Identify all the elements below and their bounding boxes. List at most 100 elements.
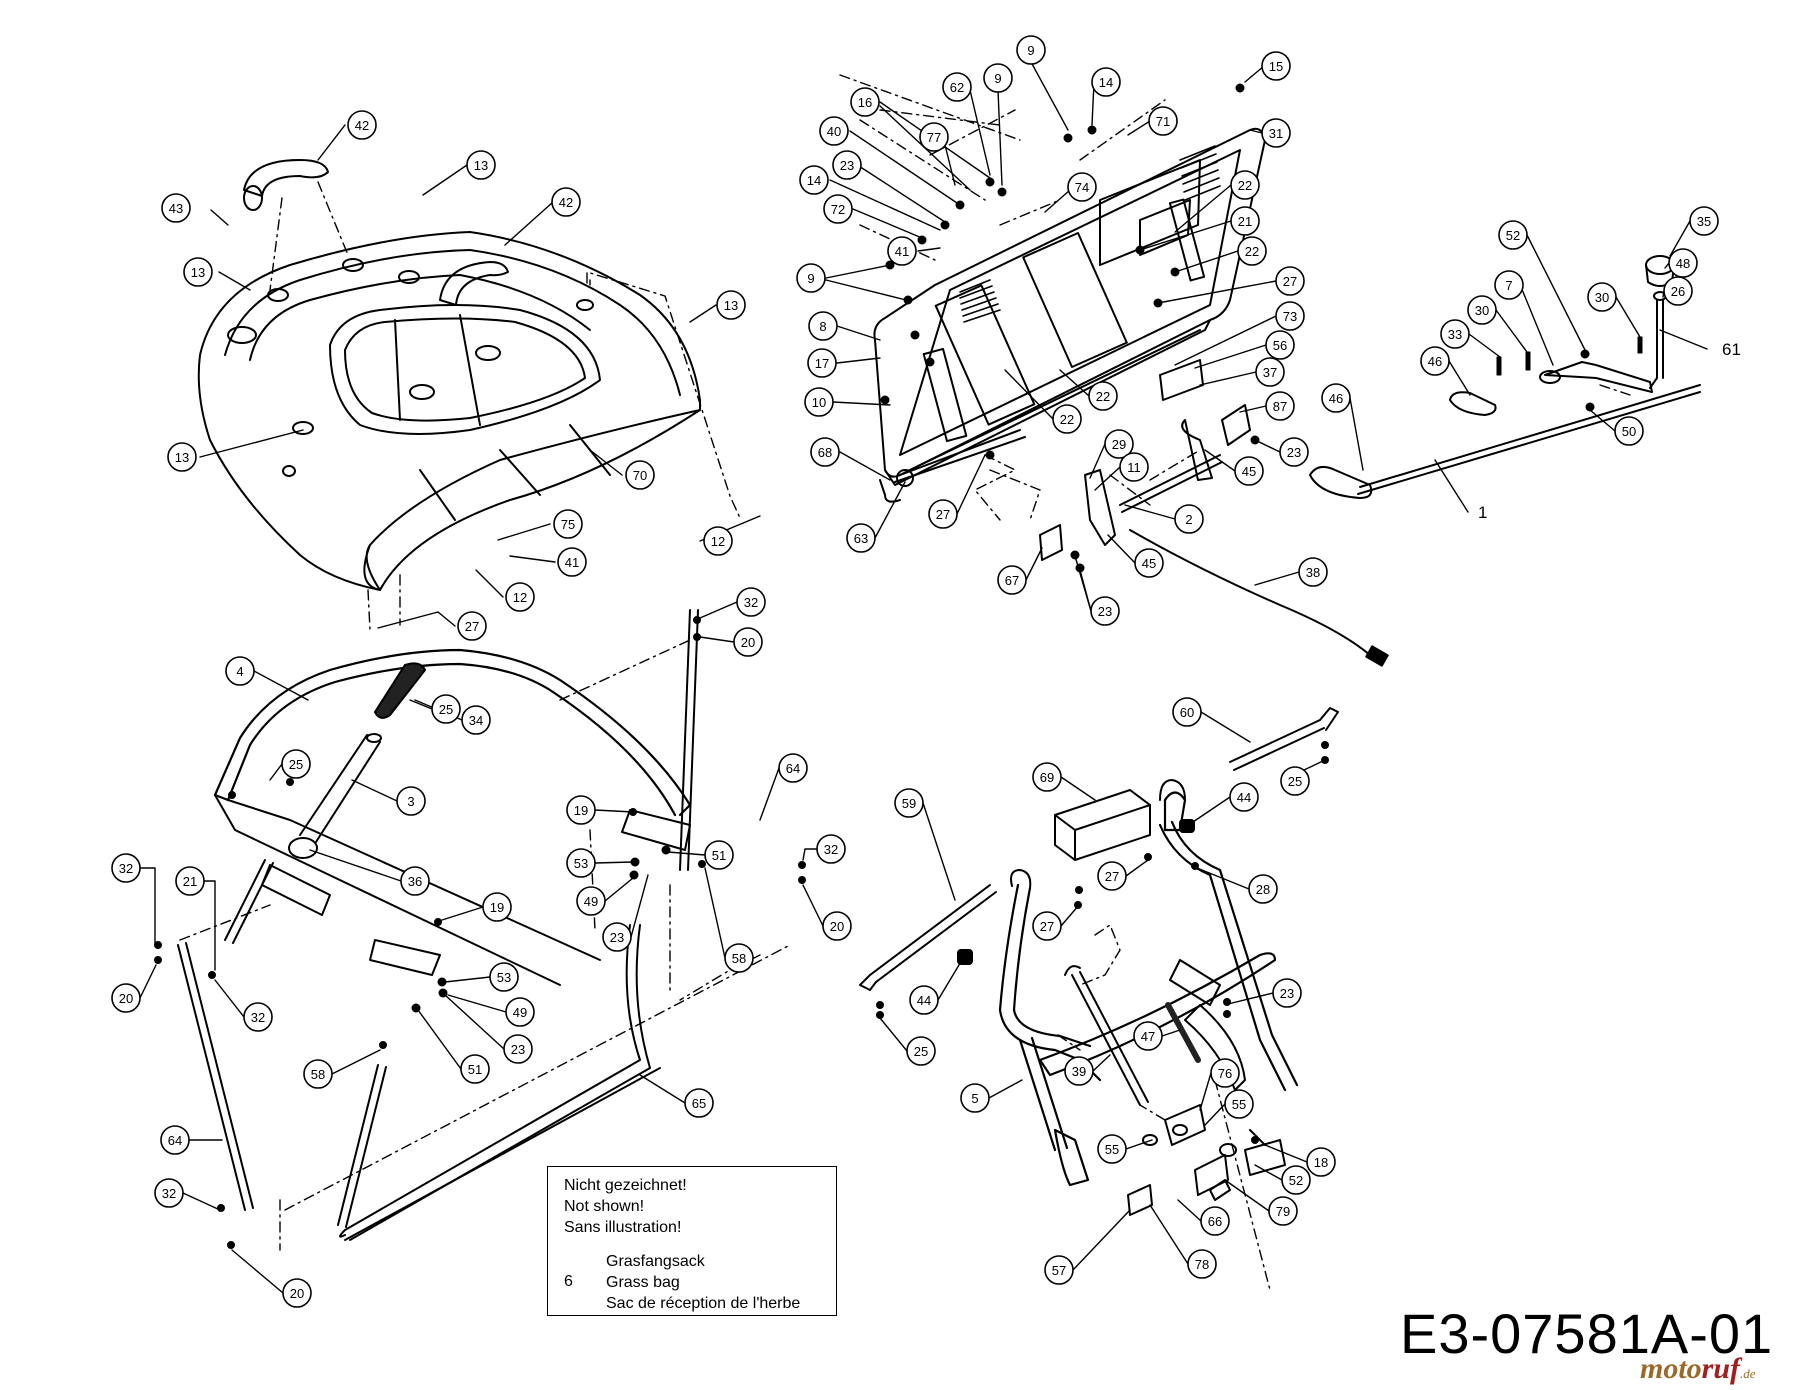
- callout-55: 55: [1097, 1134, 1127, 1164]
- callout-circle: [1420, 346, 1450, 376]
- callout-circle: [778, 753, 808, 783]
- callout-33: 33: [1440, 319, 1470, 349]
- callout-number: 22: [1060, 412, 1074, 427]
- callout-number: 64: [168, 1133, 182, 1148]
- callout-circle: [457, 611, 487, 641]
- callout-23: 23: [832, 150, 862, 180]
- spring-47: [1165, 1002, 1201, 1063]
- callout-66: 66: [1200, 1206, 1230, 1236]
- callout-40: 40: [819, 116, 849, 146]
- callout-number: 79: [1276, 1204, 1290, 1219]
- bar-59: [859, 884, 997, 991]
- callout-number: 71: [1156, 114, 1170, 129]
- callout-11: 11: [1119, 452, 1149, 482]
- callout-number: 27: [1105, 869, 1119, 884]
- note-item-desc: Grasfangsack Grass bag Sac de réception …: [606, 1251, 800, 1314]
- callout-number: 70: [633, 468, 647, 483]
- callout-number: 87: [1273, 399, 1287, 414]
- callout-52: 52: [1498, 220, 1528, 250]
- linkage-parts: [1127, 1104, 1286, 1216]
- callout-number: 23: [840, 158, 854, 173]
- callout-circle: [823, 194, 853, 224]
- callout-number: 20: [830, 919, 844, 934]
- callout-59: 59: [894, 788, 924, 818]
- callout-circle: [347, 110, 377, 140]
- callout-number: 52: [1506, 228, 1520, 243]
- callout-circle: [167, 442, 197, 472]
- callout-circle: [1234, 456, 1264, 486]
- callout-77: 77: [919, 122, 949, 152]
- callout-circle: [819, 116, 849, 146]
- callout-74: 74: [1067, 172, 1097, 202]
- callout-number: 72: [831, 202, 845, 217]
- callout-number: 35: [1697, 214, 1711, 229]
- callout-38: 38: [1298, 557, 1328, 587]
- callout-number: 7: [1505, 278, 1512, 293]
- callout-31: 31: [1261, 118, 1291, 148]
- motoruf-logo[interactable]: motoruf.de: [1640, 1352, 1756, 1386]
- callout-circle: [551, 187, 581, 217]
- callout-22: 22: [1237, 236, 1267, 266]
- callout-2: 2: [1174, 504, 1204, 534]
- callout-circle: [703, 526, 733, 556]
- callout-circle: [111, 983, 141, 1013]
- callout-circle: [1230, 170, 1260, 200]
- callout-circle: [1032, 762, 1062, 792]
- callout-number: 9: [1027, 43, 1034, 58]
- bag-frame-4: [213, 648, 692, 817]
- callout-number: 27: [1283, 274, 1297, 289]
- callout-68: 68: [810, 437, 840, 467]
- callout-65: 65: [684, 1088, 714, 1118]
- callout-73: 73: [1275, 301, 1305, 331]
- callout-16: 16: [850, 87, 880, 117]
- callout-number: 23: [1280, 986, 1294, 1001]
- callout-number: 23: [1287, 445, 1301, 460]
- note-line-en: Not shown!: [564, 1198, 645, 1215]
- logo-main: moto: [1640, 1352, 1702, 1385]
- callout-circle: [1230, 206, 1260, 236]
- callout-circle: [733, 627, 763, 657]
- callout-circle: [183, 257, 213, 287]
- callout-13: 13: [183, 257, 213, 287]
- callout-13: 13: [466, 150, 496, 180]
- diagram-code: E3-07581A-01: [1400, 1302, 1774, 1365]
- callout-9: 9: [983, 63, 1013, 93]
- callout-circle: [816, 834, 846, 864]
- callout-number: 30: [1595, 290, 1609, 305]
- callout-15: 15: [1261, 51, 1291, 81]
- callout-12: 12: [703, 526, 733, 556]
- callout-circle: [1306, 1147, 1336, 1177]
- callout-number: 63: [854, 531, 868, 546]
- callout-number: 64: [786, 761, 800, 776]
- callout-circle: [887, 236, 917, 266]
- callout-circle: [832, 150, 862, 180]
- callout-5: 5: [960, 1083, 990, 1113]
- callout-number: 56: [1273, 338, 1287, 353]
- callout-number: 23: [511, 1042, 525, 1057]
- callout-number: 16: [858, 95, 872, 110]
- callout-circle: [1119, 452, 1149, 482]
- callout-32: 32: [736, 587, 766, 617]
- part-label-1: 1: [1478, 503, 1487, 522]
- callout-circle: [1172, 697, 1202, 727]
- callout-circle: [1097, 1134, 1127, 1164]
- callout-number: 51: [712, 848, 726, 863]
- callout-circle: [1268, 1196, 1298, 1226]
- callout-57: 57: [1044, 1255, 1074, 1285]
- callout-25: 25: [281, 749, 311, 779]
- callout-number: 2: [1185, 512, 1192, 527]
- callout-9: 9: [796, 263, 826, 293]
- callout-circle: [1174, 504, 1204, 534]
- callout-number: 32: [251, 1010, 265, 1025]
- callout-number: 28: [1256, 882, 1270, 897]
- callout-circle: [1261, 51, 1291, 81]
- callout-46: 46: [1420, 346, 1450, 376]
- callout-circle: [1067, 172, 1097, 202]
- callout-circle: [243, 1002, 273, 1032]
- callout-67: 67: [997, 565, 1027, 595]
- callout-circle: [909, 985, 939, 1015]
- callout-number: 51: [468, 1062, 482, 1077]
- plain-label-layer: 611: [1478, 340, 1741, 522]
- callout-circle: [400, 866, 430, 896]
- callout-circle: [1210, 1058, 1240, 1088]
